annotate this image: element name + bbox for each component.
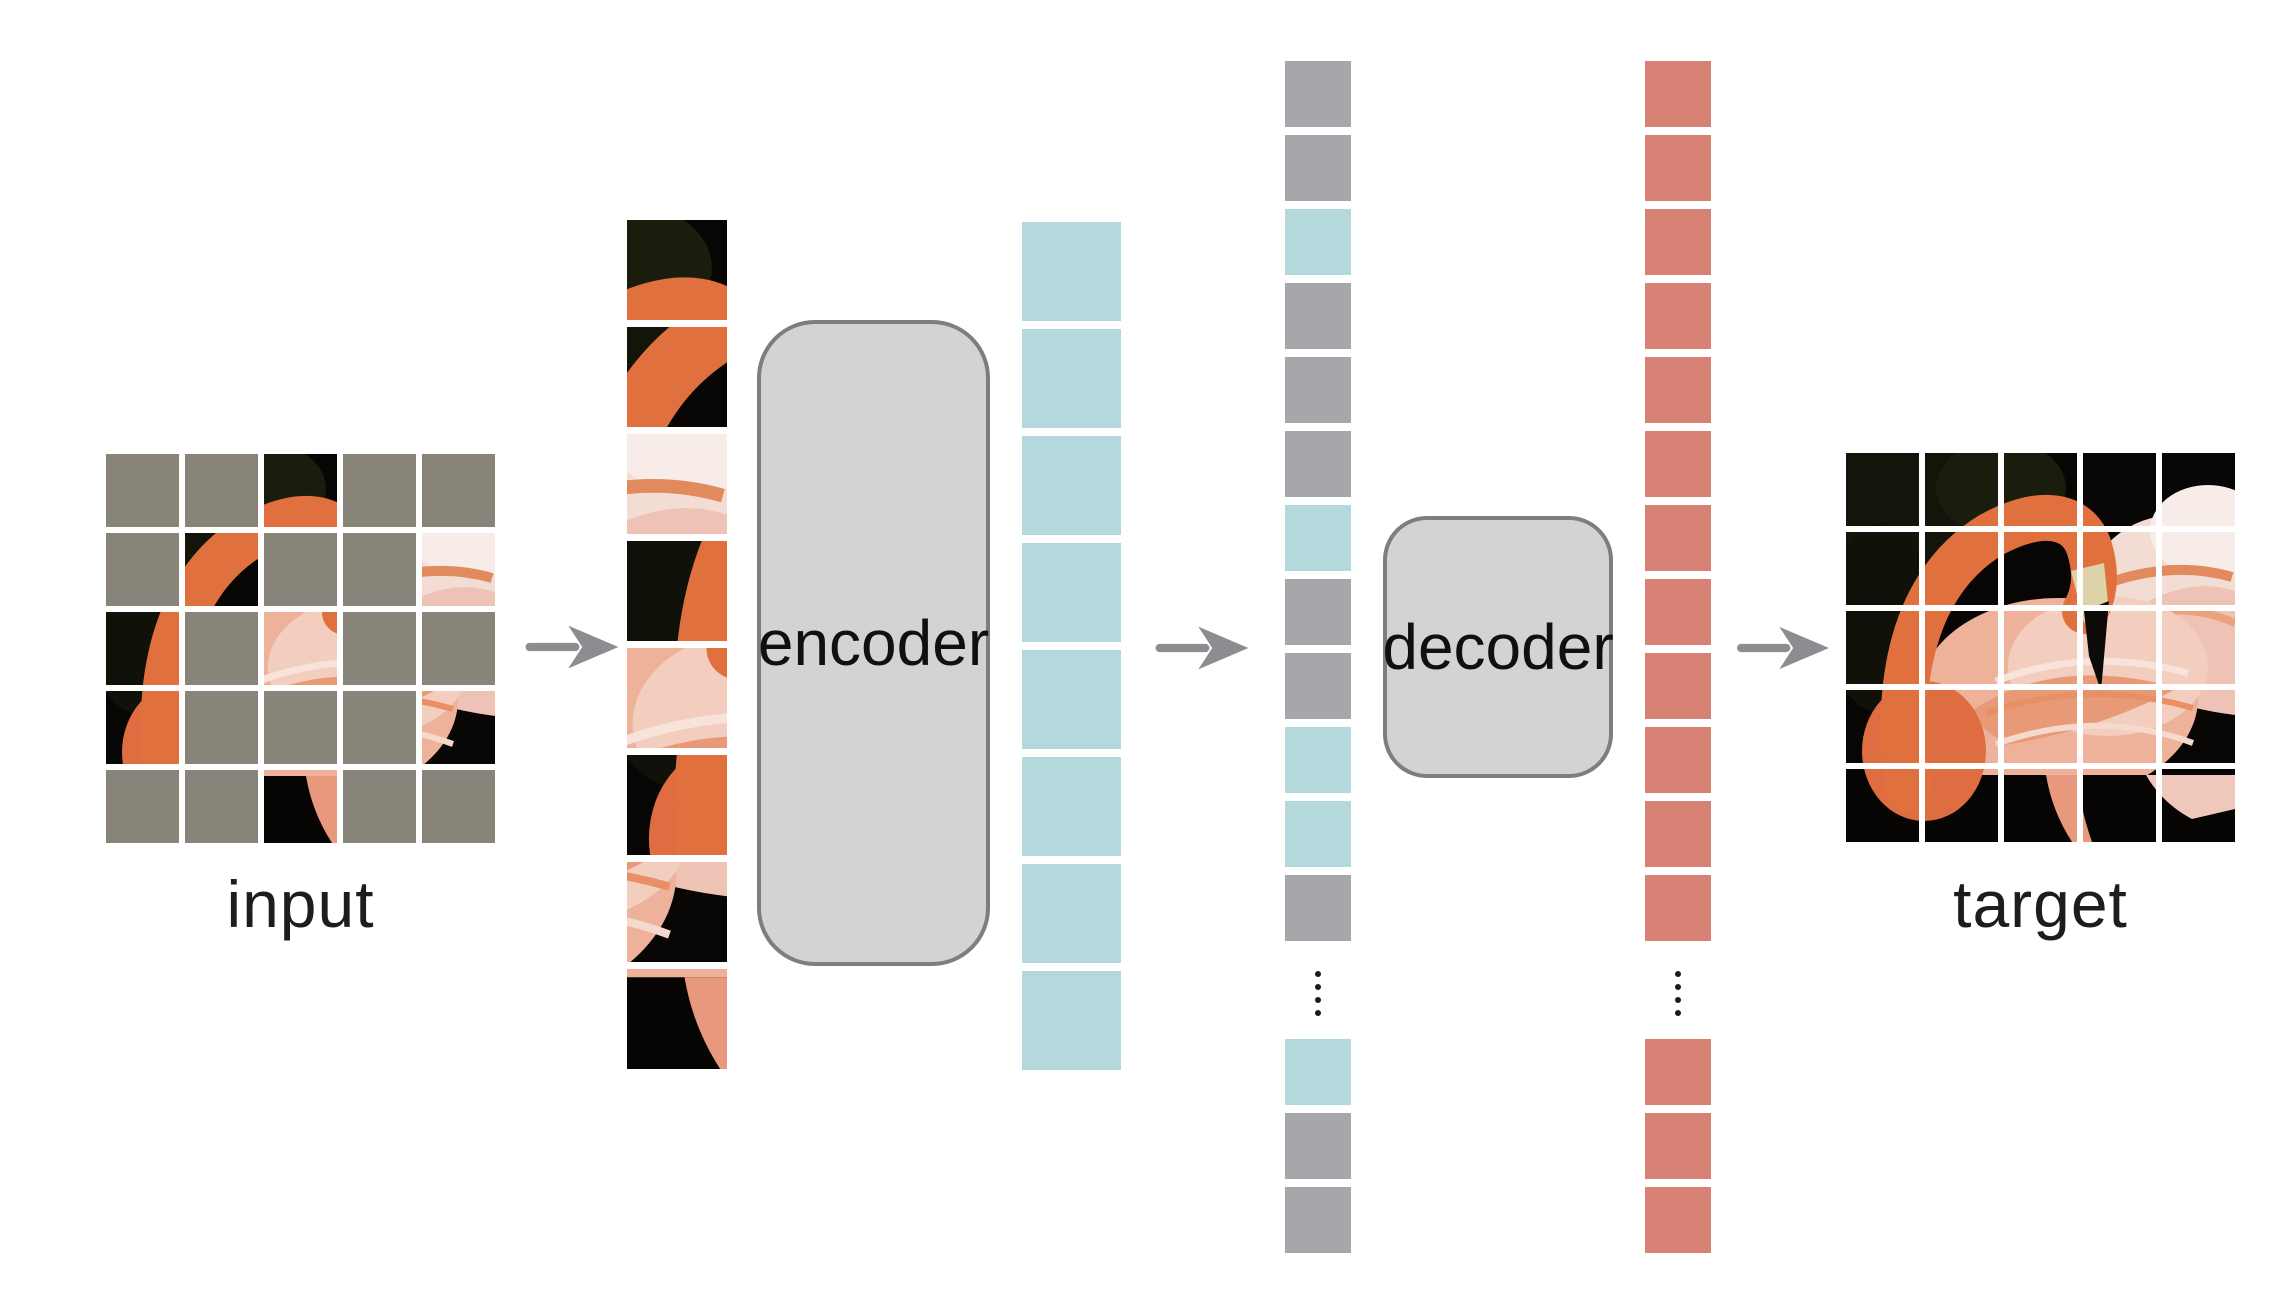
decoded-column-decoded-token	[1645, 357, 1711, 423]
arrow-right-icon	[525, 625, 619, 669]
visible-patch	[627, 434, 727, 534]
decoded-column-decoded-token	[1645, 135, 1711, 201]
decoded-column-decoded-token	[1645, 283, 1711, 349]
encoded-column-encoded-token	[1022, 436, 1121, 535]
input-label: input	[226, 867, 375, 941]
visible-patches-strip	[627, 220, 727, 1069]
ellipsis-dot	[1675, 971, 1681, 977]
decoded-column-decoded-token	[1645, 653, 1711, 719]
latent-column-mask-token	[1285, 61, 1351, 127]
latent-column-mask-token	[1285, 653, 1351, 719]
encoded-column-encoded-token	[1022, 222, 1121, 321]
ellipsis-dot	[1315, 971, 1321, 977]
decoded-column-decoded-token	[1645, 801, 1711, 867]
vertical-ellipsis	[1675, 971, 1681, 1016]
decoder-label: decoder	[1382, 611, 1614, 683]
latent-column-encoded-token	[1285, 209, 1351, 275]
encoded-column-encoded-token	[1022, 757, 1121, 856]
decoded-column-decoded-token	[1645, 1039, 1711, 1105]
latent-column-mask-token	[1285, 431, 1351, 497]
decoded-column-decoded-token	[1645, 209, 1711, 275]
visible-patch	[627, 969, 727, 1069]
encoder-box: encoder	[757, 320, 990, 966]
masked-input-image	[106, 454, 495, 843]
latent-column-mask-token	[1285, 1187, 1351, 1253]
decoded-column-decoded-token	[1645, 61, 1711, 127]
arrow-right-icon	[1155, 626, 1249, 670]
latent-column-encoded-token	[1285, 801, 1351, 867]
masked-input-picture	[106, 454, 495, 843]
latent-column-mask-token	[1285, 357, 1351, 423]
encoded-column-encoded-token	[1022, 650, 1121, 749]
encoded-column-encoded-token	[1022, 329, 1121, 428]
vertical-ellipsis	[1315, 971, 1321, 1016]
target-picture	[1846, 453, 2235, 842]
encoded-tokens-column	[1022, 222, 1121, 1070]
decoded-column-decoded-token	[1645, 1113, 1711, 1179]
visible-patch	[627, 541, 727, 641]
latent-tokens-column	[1285, 61, 1351, 1253]
decoded-column-decoded-token	[1645, 727, 1711, 793]
ellipsis-dot	[1315, 984, 1321, 990]
ellipsis-dot	[1315, 997, 1321, 1003]
visible-patch	[627, 327, 727, 427]
ellipsis-dot	[1675, 1010, 1681, 1016]
decoder-box: decoder	[1382, 516, 1614, 778]
decoded-tokens-column	[1645, 61, 1711, 1253]
latent-column-mask-token	[1285, 579, 1351, 645]
encoded-column-encoded-token	[1022, 864, 1121, 963]
visible-patch	[627, 220, 727, 320]
arrow-right-icon	[1737, 626, 1829, 670]
visible-patch	[627, 648, 727, 748]
target-image	[1846, 453, 2235, 842]
ellipsis-dot	[1675, 997, 1681, 1003]
encoded-column-encoded-token	[1022, 543, 1121, 642]
latent-column-encoded-token	[1285, 727, 1351, 793]
visible-patch	[627, 862, 727, 962]
decoded-column-decoded-token	[1645, 875, 1711, 941]
encoded-column-encoded-token	[1022, 971, 1121, 1070]
decoded-column-decoded-token	[1645, 431, 1711, 497]
ellipsis-dot	[1675, 984, 1681, 990]
ellipsis-dot	[1315, 1010, 1321, 1016]
target-label: target	[1953, 867, 2128, 941]
encoder-label: encoder	[757, 607, 990, 679]
latent-column-mask-token	[1285, 135, 1351, 201]
visible-patch	[627, 755, 727, 855]
decoded-column-decoded-token	[1645, 579, 1711, 645]
latent-column-encoded-token	[1285, 1039, 1351, 1105]
decoded-column-decoded-token	[1645, 505, 1711, 571]
latent-column-mask-token	[1285, 1113, 1351, 1179]
latent-column-mask-token	[1285, 875, 1351, 941]
latent-column-mask-token	[1285, 283, 1351, 349]
latent-column-encoded-token	[1285, 505, 1351, 571]
decoded-column-decoded-token	[1645, 1187, 1711, 1253]
